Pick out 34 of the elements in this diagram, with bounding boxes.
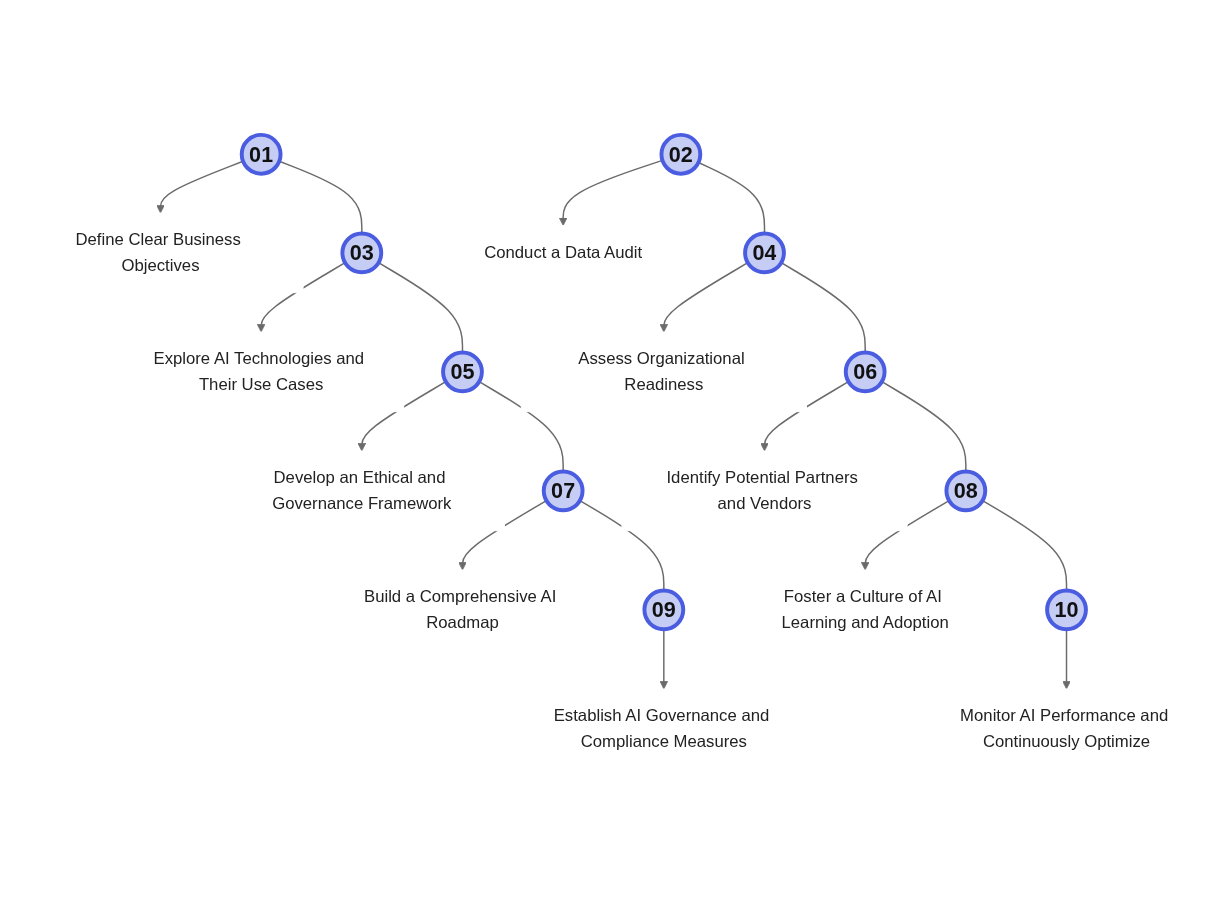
connector (981, 499, 1068, 591)
arrow (1062, 628, 1071, 690)
node-circle: 05 (441, 350, 484, 393)
node-circle: 10 (1045, 588, 1088, 631)
node-text: Build a Comprehensive AI Roadmap (363, 587, 557, 632)
node-circle: 03 (340, 231, 384, 274)
node-text: Assess Organizational Readiness (578, 349, 745, 394)
arrow (156, 160, 244, 214)
node-circle: 08 (944, 469, 988, 512)
connector (377, 261, 464, 353)
node-text: Identify Potential Partners and Vendors (666, 468, 858, 513)
node-text: Develop an Ethical and Governance Framework (272, 468, 452, 513)
node-text: Establish AI Governance and Compliance Measures (553, 706, 770, 751)
connector (881, 380, 967, 472)
arrow (659, 628, 669, 690)
node-circle: 02 (659, 132, 703, 176)
node-circle: 04 (743, 231, 786, 274)
node-circle: 09 (642, 588, 686, 631)
node-circle: 07 (541, 469, 585, 512)
arrow (659, 261, 749, 333)
node-text: Explore AI Technologies and Their Use Cases (153, 349, 365, 394)
arrow (860, 499, 950, 571)
connector (579, 499, 665, 591)
node-text: Conduct a Data Audit (484, 243, 643, 262)
node-circle: 01 (239, 132, 283, 176)
connector (697, 161, 766, 234)
arrow (760, 380, 850, 452)
arrow (256, 261, 346, 333)
node-text: Define Clear Business Objectives (75, 230, 241, 275)
arrow (357, 380, 447, 452)
arrow (458, 499, 548, 571)
node-circle: 06 (843, 350, 887, 393)
node-text: Monitor AI Performance and Continuously Optimize (960, 706, 1169, 751)
node-text: Foster a Culture of AI Learning and Adoption (781, 587, 949, 632)
